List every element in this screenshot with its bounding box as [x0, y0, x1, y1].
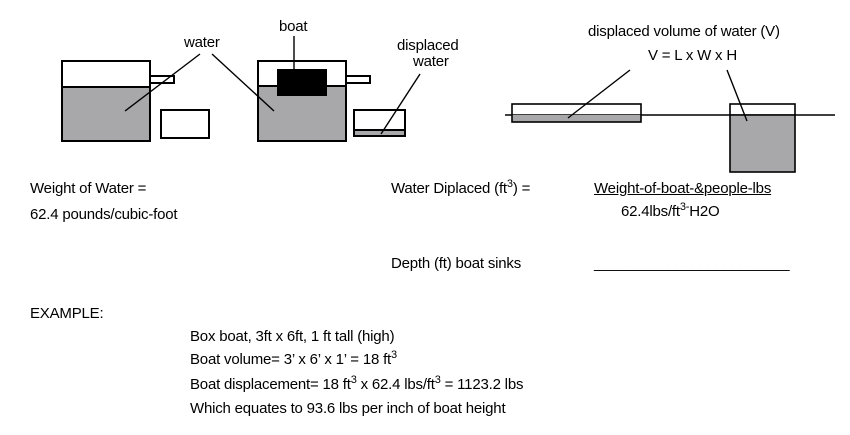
tank1-water [62, 87, 150, 141]
tank1-outline [61, 60, 151, 142]
label-volume-formula: V = L x W x H [648, 47, 737, 64]
displaced-container-outline [353, 109, 406, 137]
formula-numerator: Weight-of-boat-&people-lbs [594, 180, 772, 197]
example-line4: Which equates to 93.6 lbs per inch of bo… [190, 400, 506, 417]
label-displaced-1: displaced [397, 37, 459, 54]
empty-container [160, 109, 210, 139]
flat-boat [511, 103, 642, 123]
example-line3: Boat displacement= 18 ft3 x 62.4 lbs/ft3… [190, 374, 524, 394]
leader-water-1 [124, 53, 201, 112]
flat-boat-outline [511, 103, 642, 123]
tank2-spout [345, 75, 371, 84]
formula-denominator: 62.4lbs/ft3-H2O [621, 201, 720, 221]
depth-label: Depth (ft) boat sinks [391, 255, 522, 272]
label-water: water [184, 34, 220, 51]
submerged-block [729, 103, 796, 173]
displaced-water-container [353, 109, 406, 137]
depth-blank: ________________________ [594, 255, 790, 272]
block-submerged [730, 115, 795, 172]
tank-water-only [61, 60, 175, 142]
example-label: EXAMPLE: [30, 305, 104, 322]
label-boat: boat [279, 18, 308, 35]
tank-with-boat [257, 60, 371, 142]
flat-boat-submerged [512, 115, 641, 122]
weight-of-water-line1: Weight of Water = [30, 180, 147, 197]
boat-block [277, 69, 327, 96]
label-volume-title: displaced volume of water (V) [588, 23, 780, 40]
tank2-outline [257, 60, 347, 142]
example-line2: Boat volume= 3’ x 6’ x 1’ = 18 ft3 [190, 349, 397, 369]
displaced-container-water [354, 130, 405, 136]
leader-volume-2 [726, 69, 748, 122]
weight-of-water-line2: 62.4 pounds/cubic-foot [30, 206, 178, 223]
example-line1: Box boat, 3ft x 6ft, 1 ft tall (high) [190, 328, 395, 345]
water-displaced-label: Water Diplaced (ft3) = [391, 178, 531, 198]
leader-water-2 [211, 53, 275, 112]
block-outline [729, 103, 796, 173]
label-displaced-2: water [413, 53, 449, 70]
leader-displaced [380, 73, 421, 135]
leader-volume-1 [567, 69, 631, 119]
